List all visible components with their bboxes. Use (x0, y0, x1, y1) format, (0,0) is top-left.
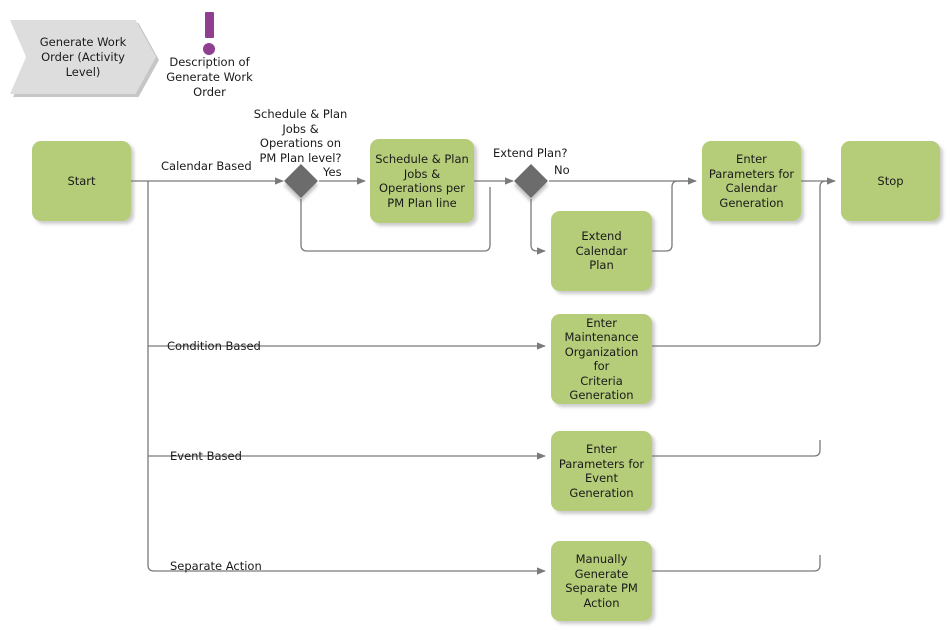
edge-d2-yes-to-extend (530, 199, 546, 255)
edge-label-calendar-based: Calendar Based (161, 159, 252, 173)
node-enter-maintenance-organization-label: Enter Maintenance Organization for Crite… (564, 315, 639, 403)
description-note-label: Description of Generate Work Order (166, 55, 253, 99)
node-manually-generate-separate-pm-label: Manually Generate Separate PM Action (565, 552, 638, 610)
edge-extend-rejoin (652, 180, 690, 252)
node-start[interactable]: Start (32, 141, 131, 221)
node-start-label: Start (67, 173, 96, 188)
edge-label-yes: Yes (323, 165, 342, 179)
exclamation-icon (205, 12, 214, 38)
node-stop[interactable]: Stop (841, 141, 940, 221)
decision-schedule-on-pm-plan-level-label: Schedule & Plan Jobs & Operations on PM … (253, 107, 348, 165)
node-enter-parameters-event[interactable]: Enter Parameters for Event Generation (551, 431, 652, 511)
edge-label-event-based: Event Based (170, 449, 242, 463)
process-banner-label: Generate Work Order (Activity Level) (39, 34, 127, 79)
node-enter-parameters-calendar[interactable]: Enter Parameters for Calendar Generation (702, 141, 801, 221)
exclamation-dot-icon (203, 43, 215, 55)
decision-extend-plan-label: Extend Plan? (493, 146, 568, 160)
process-banner: Generate Work Order (Activity Level) (10, 20, 156, 94)
edge-trunk-separate-action (147, 181, 546, 575)
node-manually-generate-separate-pm[interactable]: Manually Generate Separate PM Action (551, 541, 652, 621)
node-enter-parameters-calendar-label: Enter Parameters for Calendar Generation (708, 152, 795, 210)
node-stop-label: Stop (877, 173, 904, 188)
edge-label-no: No (554, 163, 570, 177)
edge-eventparams-to-trunk (652, 440, 821, 457)
edge-label-condition-based: Condition Based (167, 339, 261, 353)
node-extend-calendar-plan[interactable]: Extend Calendar Plan (551, 211, 652, 291)
edge-label-separate-action: Separate Action (170, 559, 262, 573)
description-note (195, 12, 225, 56)
node-enter-parameters-event-label: Enter Parameters for Event Generation (558, 442, 645, 500)
node-enter-maintenance-organization[interactable]: Enter Maintenance Organization for Crite… (551, 314, 652, 404)
decision-extend-plan[interactable] (514, 164, 548, 198)
node-schedule-plan-jobs-label: Schedule & Plan Jobs & Operations per PM… (375, 152, 469, 210)
node-extend-calendar-plan-label: Extend Calendar Plan (575, 229, 628, 273)
node-schedule-plan-jobs[interactable]: Schedule & Plan Jobs & Operations per PM… (370, 139, 474, 223)
edge-separatepm-to-trunk (652, 555, 821, 572)
